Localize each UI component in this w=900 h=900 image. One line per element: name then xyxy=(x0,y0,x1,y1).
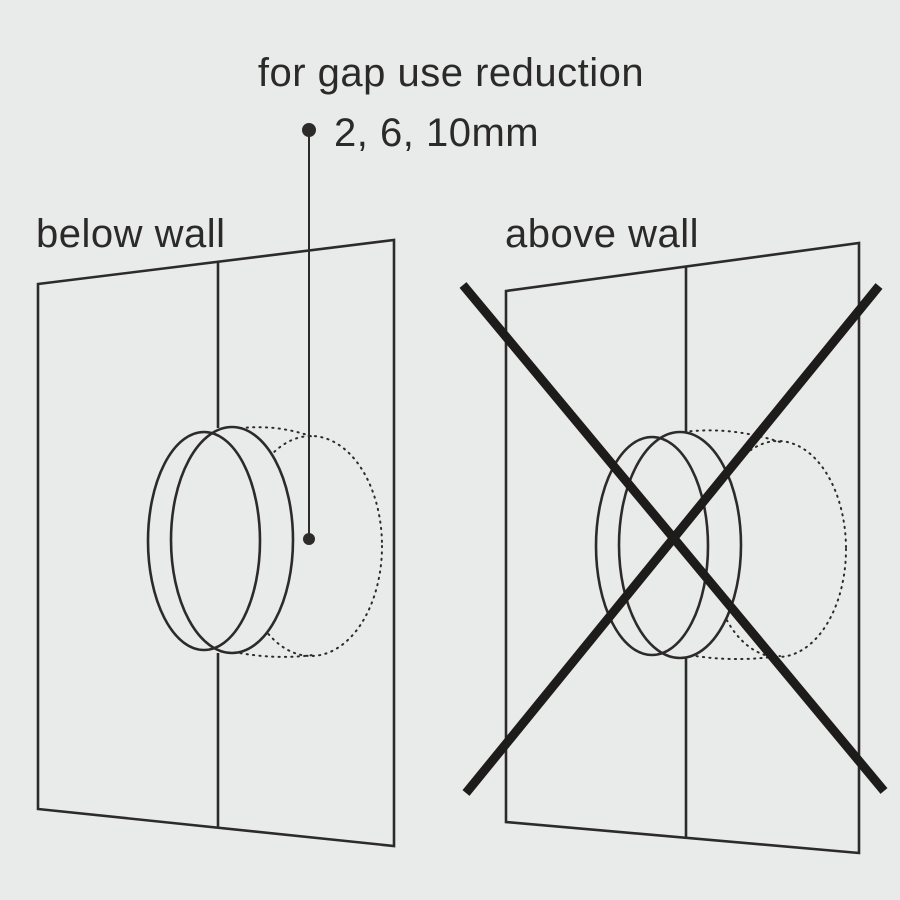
reduction-leader-end-dot xyxy=(303,533,315,545)
left-wall-panel xyxy=(36,238,396,848)
right-wall-panel xyxy=(504,241,861,855)
reduction-bullet-dot xyxy=(302,123,316,137)
right-panel-label: above wall xyxy=(505,212,699,256)
reduction-sizes-label: 2, 6, 10mm xyxy=(334,111,539,155)
left-reduction-dotted-bottom-connector xyxy=(233,651,314,658)
right-knob-front-face xyxy=(594,435,710,657)
left-panel-label: below wall xyxy=(36,212,226,256)
gap-reduction-title: for gap use reduction xyxy=(258,51,644,95)
left-knob-front-face xyxy=(146,430,262,652)
left-knob-back-rim xyxy=(169,425,295,655)
prohibition-cross-stroke-2 xyxy=(462,283,883,796)
